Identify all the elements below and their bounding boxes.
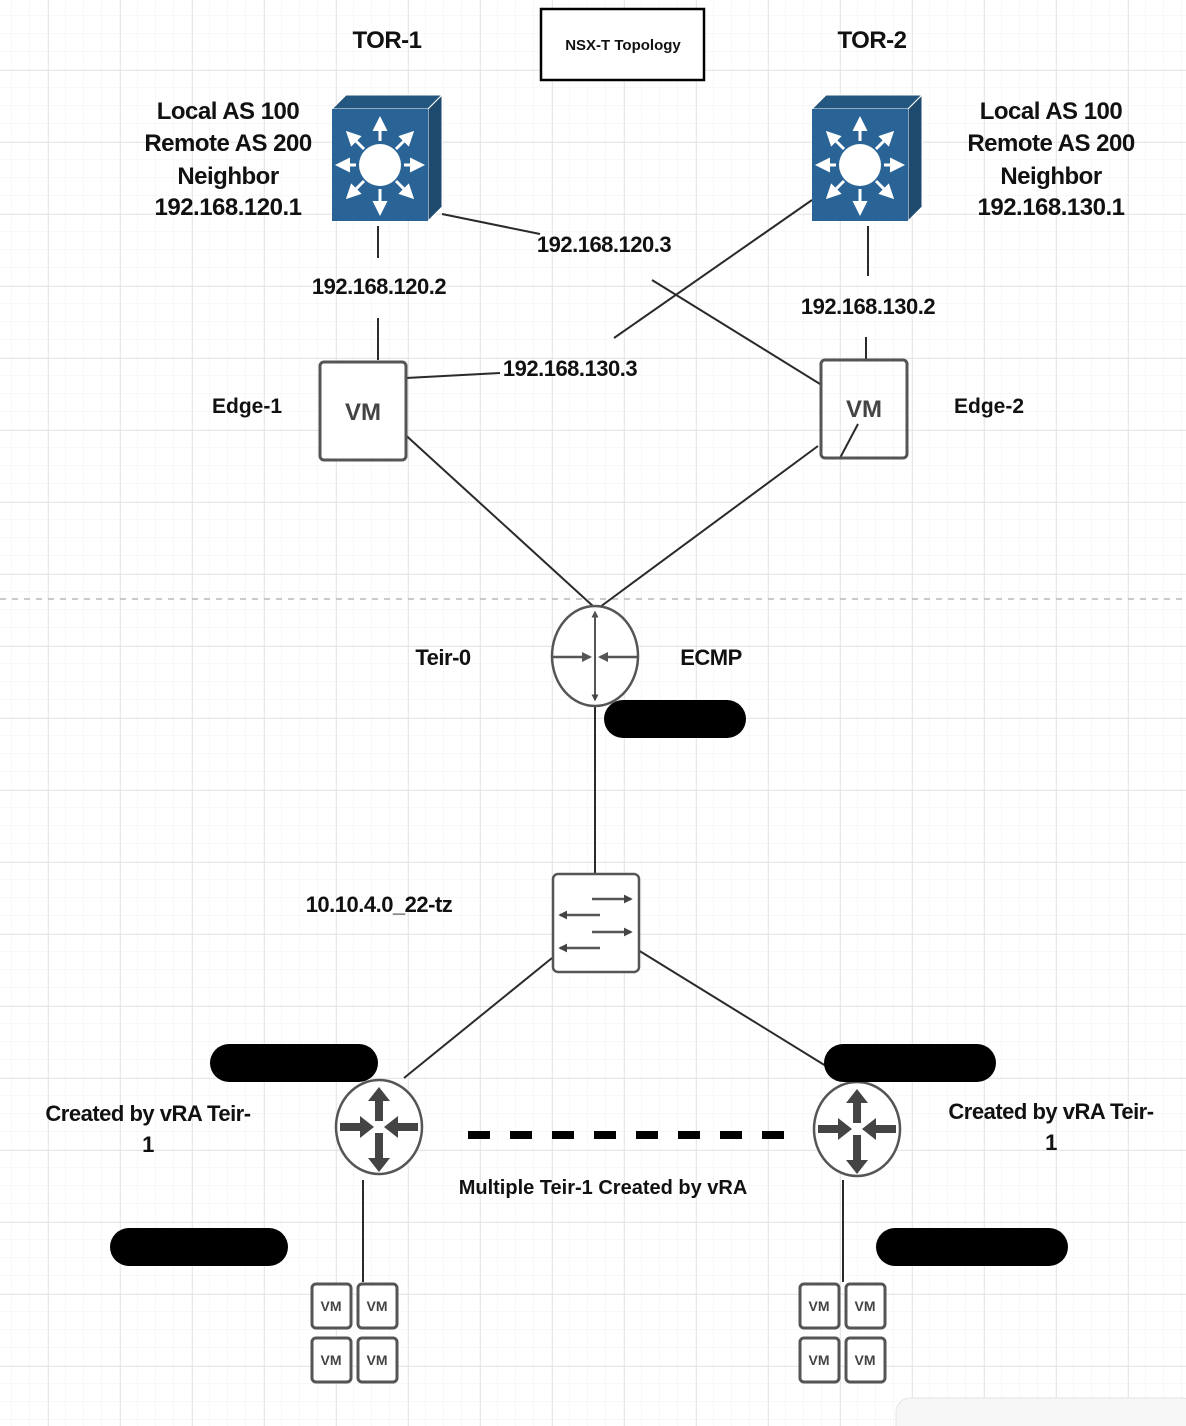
vm-icon[interactable]: VM (356, 1336, 399, 1384)
l3-switch-icon (810, 93, 924, 223)
tier-1-router-right[interactable]: Created by vRA Teir- 1 (812, 1080, 1154, 1178)
edge-2-label: Edge-2 (954, 395, 1024, 418)
links (362, 199, 869, 1282)
remote-as: Remote AS 200 (144, 130, 312, 157)
remote-as: Remote AS 200 (967, 130, 1135, 157)
vm-label: VM (809, 1352, 830, 1368)
vm-label: VM (855, 1352, 876, 1368)
link-segment-tier1-right (637, 949, 827, 1067)
neighbor-ip: 192.168.130.1 (978, 194, 1125, 221)
neighbor-label: Neighbor (177, 163, 278, 190)
tor-2-cross-ip: 192.168.130.3 (503, 356, 637, 381)
tor-1[interactable]: TOR-1 Local AS 100 Remote AS 200 Neighbo… (144, 27, 444, 223)
link-segment-tier1-left (403, 957, 553, 1079)
tier-1-left-label-line1: Created by vRA Teir- (45, 1101, 250, 1126)
link-tor2-edge1-a (613, 199, 813, 339)
redacted-label (210, 1044, 378, 1082)
link-edge2-internal (839, 423, 859, 459)
tor-1-cross-ip: 192.168.120.3 (537, 232, 671, 257)
vm-icon (819, 358, 909, 460)
segment-label: 10.10.4.0_22-tz (306, 892, 453, 917)
tor-2-bgp-info: Local AS 100 Remote AS 200 Neighbor 192.… (967, 98, 1135, 221)
workload-vms-left: VM VM VM VM (310, 1282, 399, 1384)
tor-2-uplink-ip: 192.168.130.2 (801, 294, 935, 319)
tor-2[interactable]: TOR-2 Local AS 100 Remote AS 200 Neighbo… (810, 27, 1135, 223)
tier-0-label: Teir-0 (415, 645, 471, 670)
redacted-label (824, 1044, 996, 1082)
tor-2-label: TOR-2 (837, 27, 906, 54)
vm-label: VM (855, 1298, 876, 1314)
redacted-label (604, 700, 746, 738)
vm-label: VM (367, 1298, 388, 1314)
tor-1-bgp-info: Local AS 100 Remote AS 200 Neighbor 192.… (144, 98, 312, 221)
tier-1-right-label-line2: 1 (1045, 1130, 1057, 1155)
edge-1-label: Edge-1 (212, 395, 282, 418)
link-tor2-edge1-b (405, 372, 501, 379)
neighbor-ip: 192.168.120.1 (155, 194, 302, 221)
link-edge1-tier0 (399, 429, 595, 608)
workload-vms-right: VM VM VM VM (798, 1282, 887, 1384)
logical-segment[interactable]: 10.10.4.0_22-tz (306, 872, 641, 974)
link-edge2-tier0 (599, 445, 819, 608)
edge-1[interactable]: VM Edge-1 (212, 360, 408, 462)
logical-switch-icon (551, 872, 641, 974)
link-tor1-edge2-a (441, 213, 541, 235)
tor-1-label: TOR-1 (352, 27, 421, 54)
vm-label: VM (321, 1352, 342, 1368)
edge-2[interactable]: VM Edge-2 (819, 358, 1024, 460)
vm-icon[interactable]: VM (798, 1282, 841, 1330)
title-box: NSX-T Topology (539, 7, 706, 82)
neighbor-label: Neighbor (1000, 163, 1101, 190)
local-as: Local AS 100 (980, 98, 1123, 125)
tier-0-router[interactable]: Teir-0 ECMP (415, 604, 742, 708)
tier-1-router-left[interactable]: Created by vRA Teir- 1 (45, 1078, 424, 1176)
l3-switch-icon (330, 93, 444, 223)
router-icon (334, 1078, 424, 1176)
vm-icon[interactable]: VM (844, 1336, 887, 1384)
vm-icon[interactable]: VM (798, 1336, 841, 1384)
redacted-label (110, 1228, 288, 1266)
edge-2-vm-label: VM (846, 396, 882, 423)
tor-1-uplink-ip: 192.168.120.2 (312, 274, 446, 299)
vm-icon (318, 360, 408, 462)
tier-1-left-label-line2: 1 (142, 1132, 154, 1157)
tier-1-note: Multiple Teir-1 Created by vRA (459, 1177, 748, 1199)
tier0-router-icon (550, 604, 640, 708)
overlay-panel (895, 1397, 1186, 1426)
vm-label: VM (809, 1298, 830, 1314)
tier-0-mode: ECMP (680, 645, 742, 670)
edge-1-vm-label: VM (345, 399, 381, 426)
local-as: Local AS 100 (157, 98, 300, 125)
vm-label: VM (367, 1352, 388, 1368)
tier-1-right-label-line1: Created by vRA Teir- (948, 1099, 1153, 1124)
vm-icon[interactable]: VM (310, 1336, 353, 1384)
diagram-title: NSX-T Topology (565, 37, 681, 54)
vm-icon[interactable]: VM (844, 1282, 887, 1330)
redacted-label (876, 1228, 1068, 1266)
router-icon (812, 1080, 902, 1178)
vm-icon[interactable]: VM (356, 1282, 399, 1330)
vm-icon[interactable]: VM (310, 1282, 353, 1330)
vm-label: VM (321, 1298, 342, 1314)
link-tor1-edge2-b (651, 279, 821, 385)
